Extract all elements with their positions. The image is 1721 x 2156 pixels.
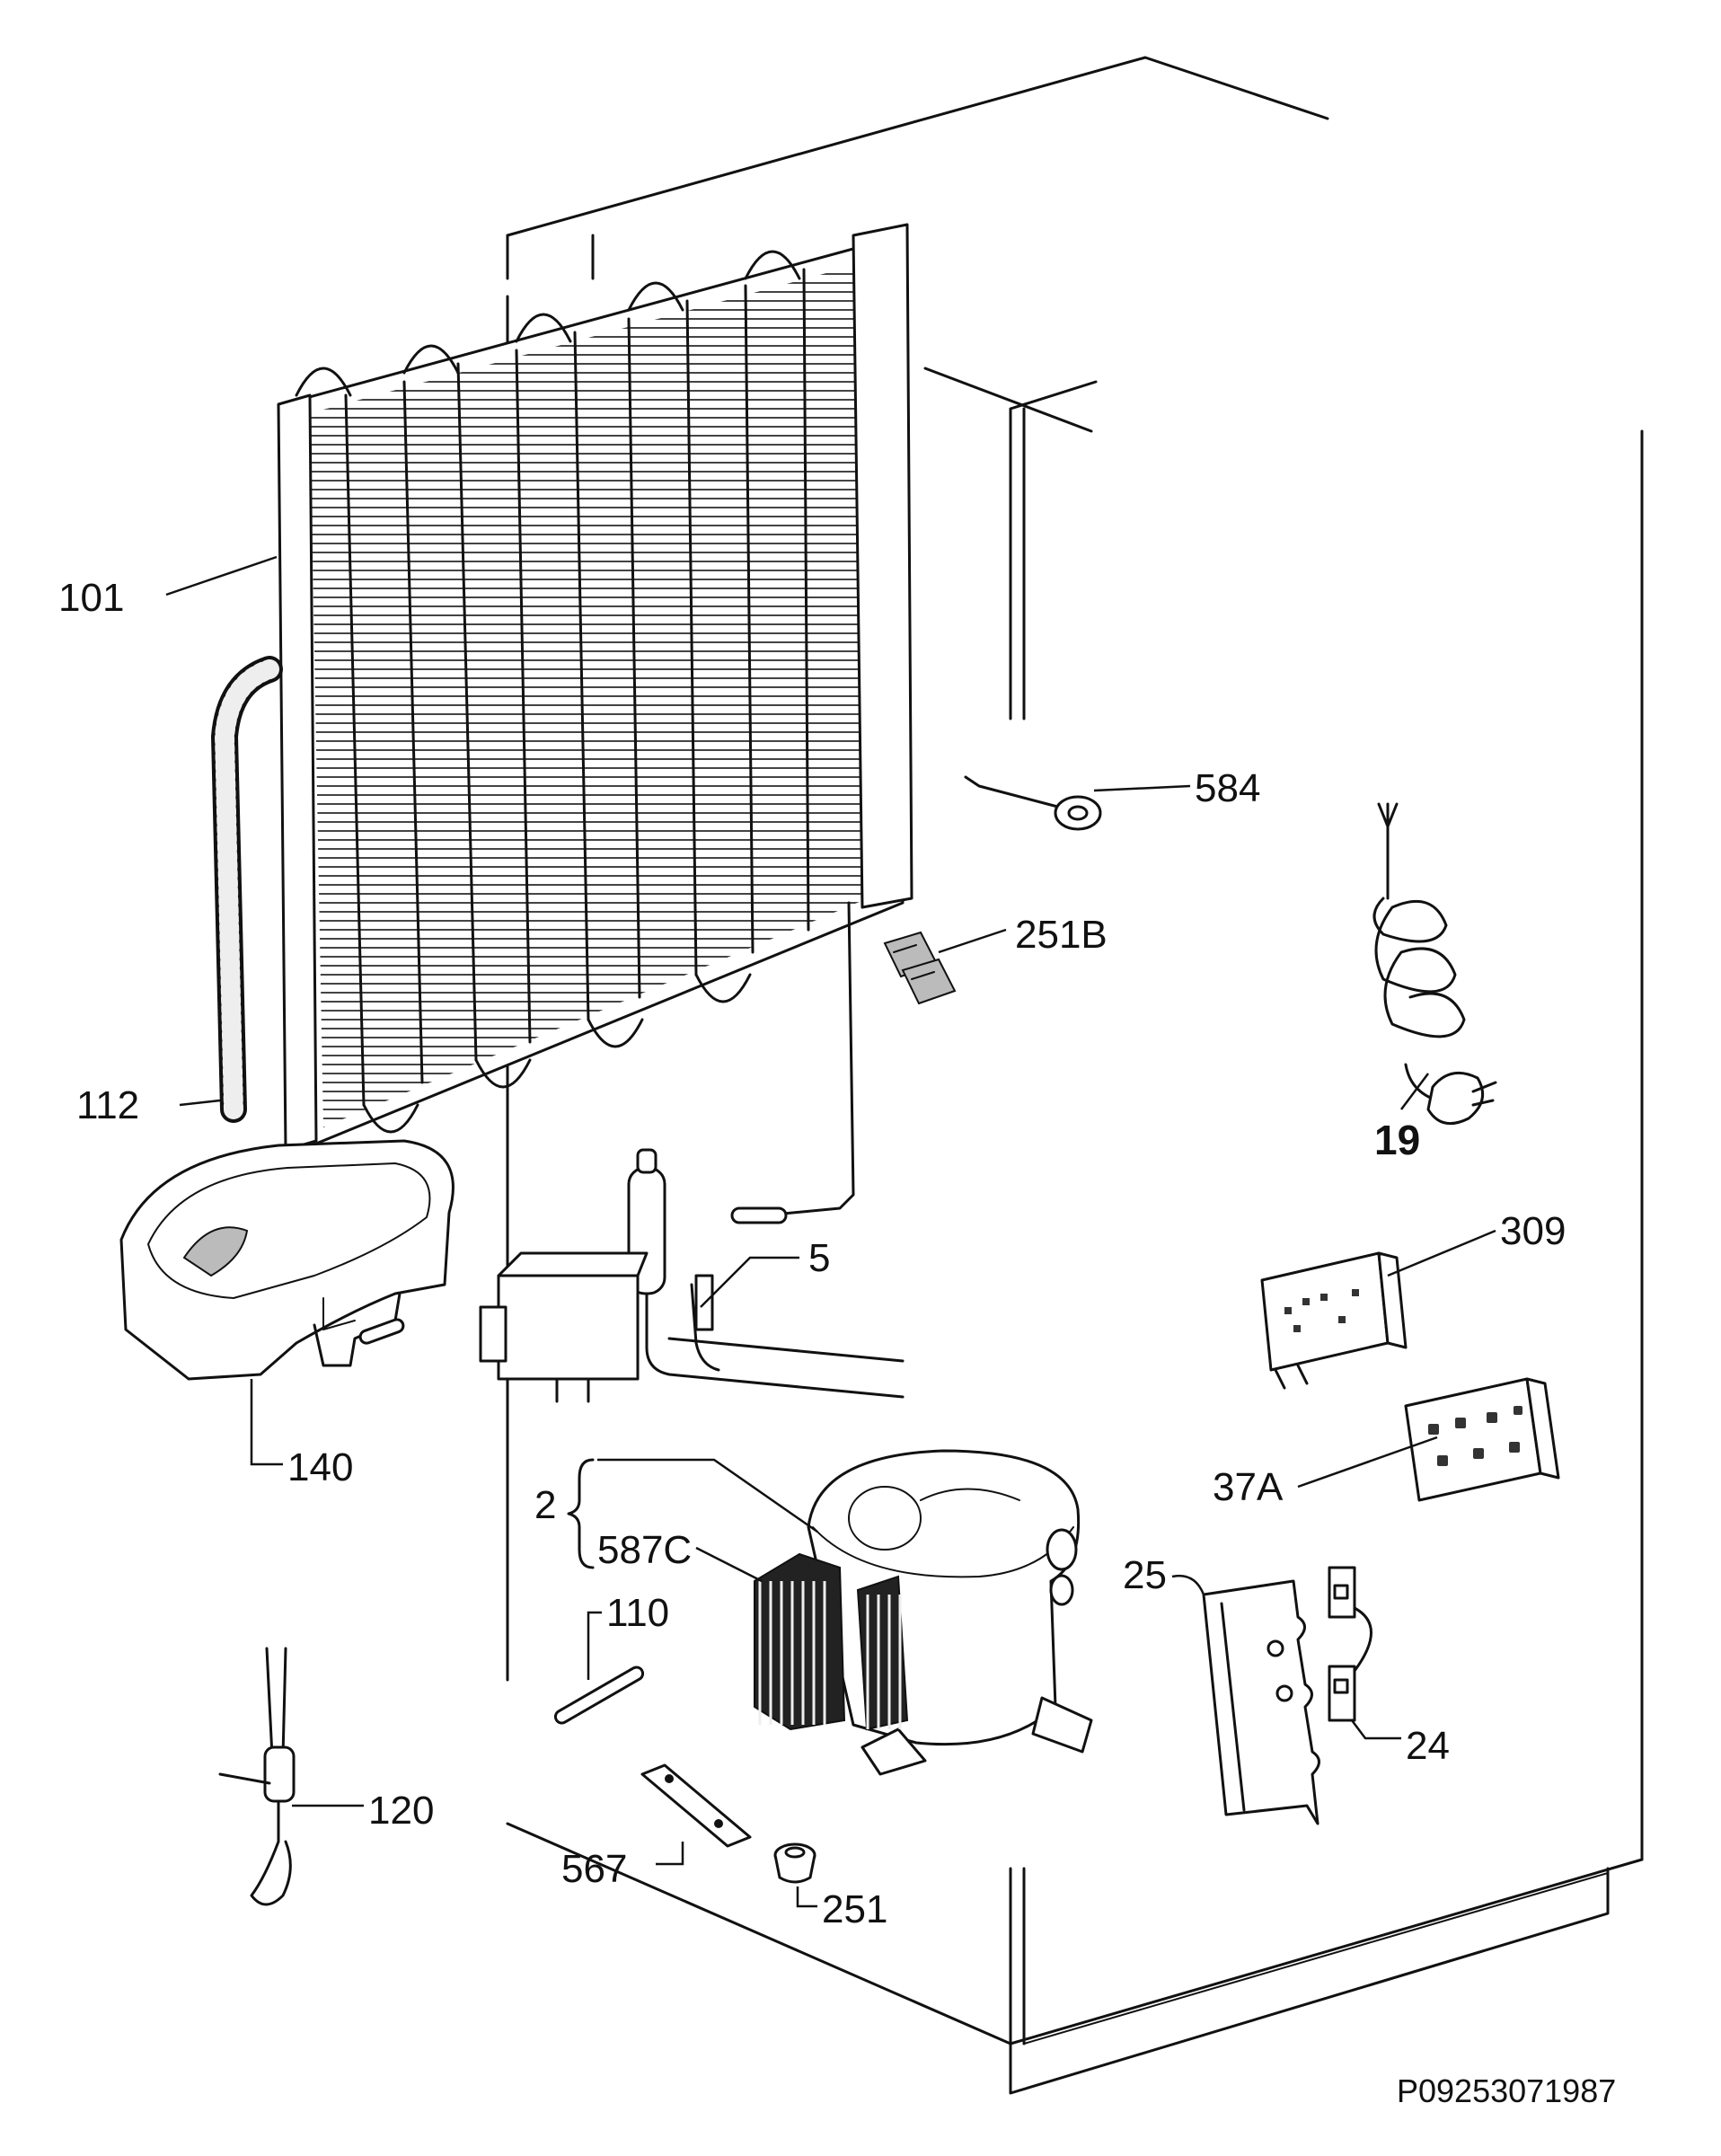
label-25: 25 — [1123, 1553, 1167, 1597]
label-24: 24 — [1406, 1724, 1450, 1768]
label-37A: 37A — [1213, 1465, 1284, 1509]
electronic-module-37A — [1404, 1377, 1560, 1502]
compressor-2 — [807, 1449, 1093, 1776]
condenser-101 — [277, 223, 913, 1224]
rod-110 — [553, 1666, 645, 1725]
leader-lines — [165, 555, 1496, 1908]
power-cord-19 — [1372, 802, 1497, 1126]
drain-hose-112 — [210, 656, 283, 1123]
label-112: 112 — [76, 1083, 139, 1127]
label-587C: 587C — [597, 1528, 692, 1572]
cover-25 — [1202, 1579, 1320, 1825]
part-labels: 101 112 140 5 584 251B 19 309 37A 2 587C… — [58, 576, 1566, 1931]
label-110: 110 — [606, 1591, 669, 1635]
heater-120 — [218, 1647, 296, 1906]
label-19: 19 — [1374, 1117, 1420, 1163]
label-140: 140 — [287, 1445, 353, 1489]
clips-251B — [883, 931, 957, 1005]
drier-and-valve-5 — [479, 1148, 905, 1403]
drawing-number: P09253071987 — [1397, 2072, 1616, 2109]
label-251B: 251B — [1015, 913, 1108, 957]
label-309: 309 — [1500, 1209, 1566, 1253]
starter-587C — [754, 1552, 909, 1731]
control-module-309 — [1260, 1251, 1408, 1390]
label-120: 120 — [368, 1789, 434, 1833]
relay-24 — [1328, 1566, 1372, 1722]
bracket-567 — [640, 1763, 752, 1848]
label-584: 584 — [1195, 766, 1260, 810]
label-5: 5 — [808, 1236, 830, 1280]
drip-tray-140 — [119, 1139, 455, 1381]
label-101: 101 — [58, 576, 124, 620]
label-567: 567 — [561, 1847, 627, 1891]
label-2: 2 — [534, 1483, 556, 1527]
grommet-251 — [773, 1842, 816, 1884]
group-brace — [567, 1458, 595, 1569]
label-251: 251 — [822, 1887, 887, 1931]
sensor-584 — [964, 775, 1102, 831]
